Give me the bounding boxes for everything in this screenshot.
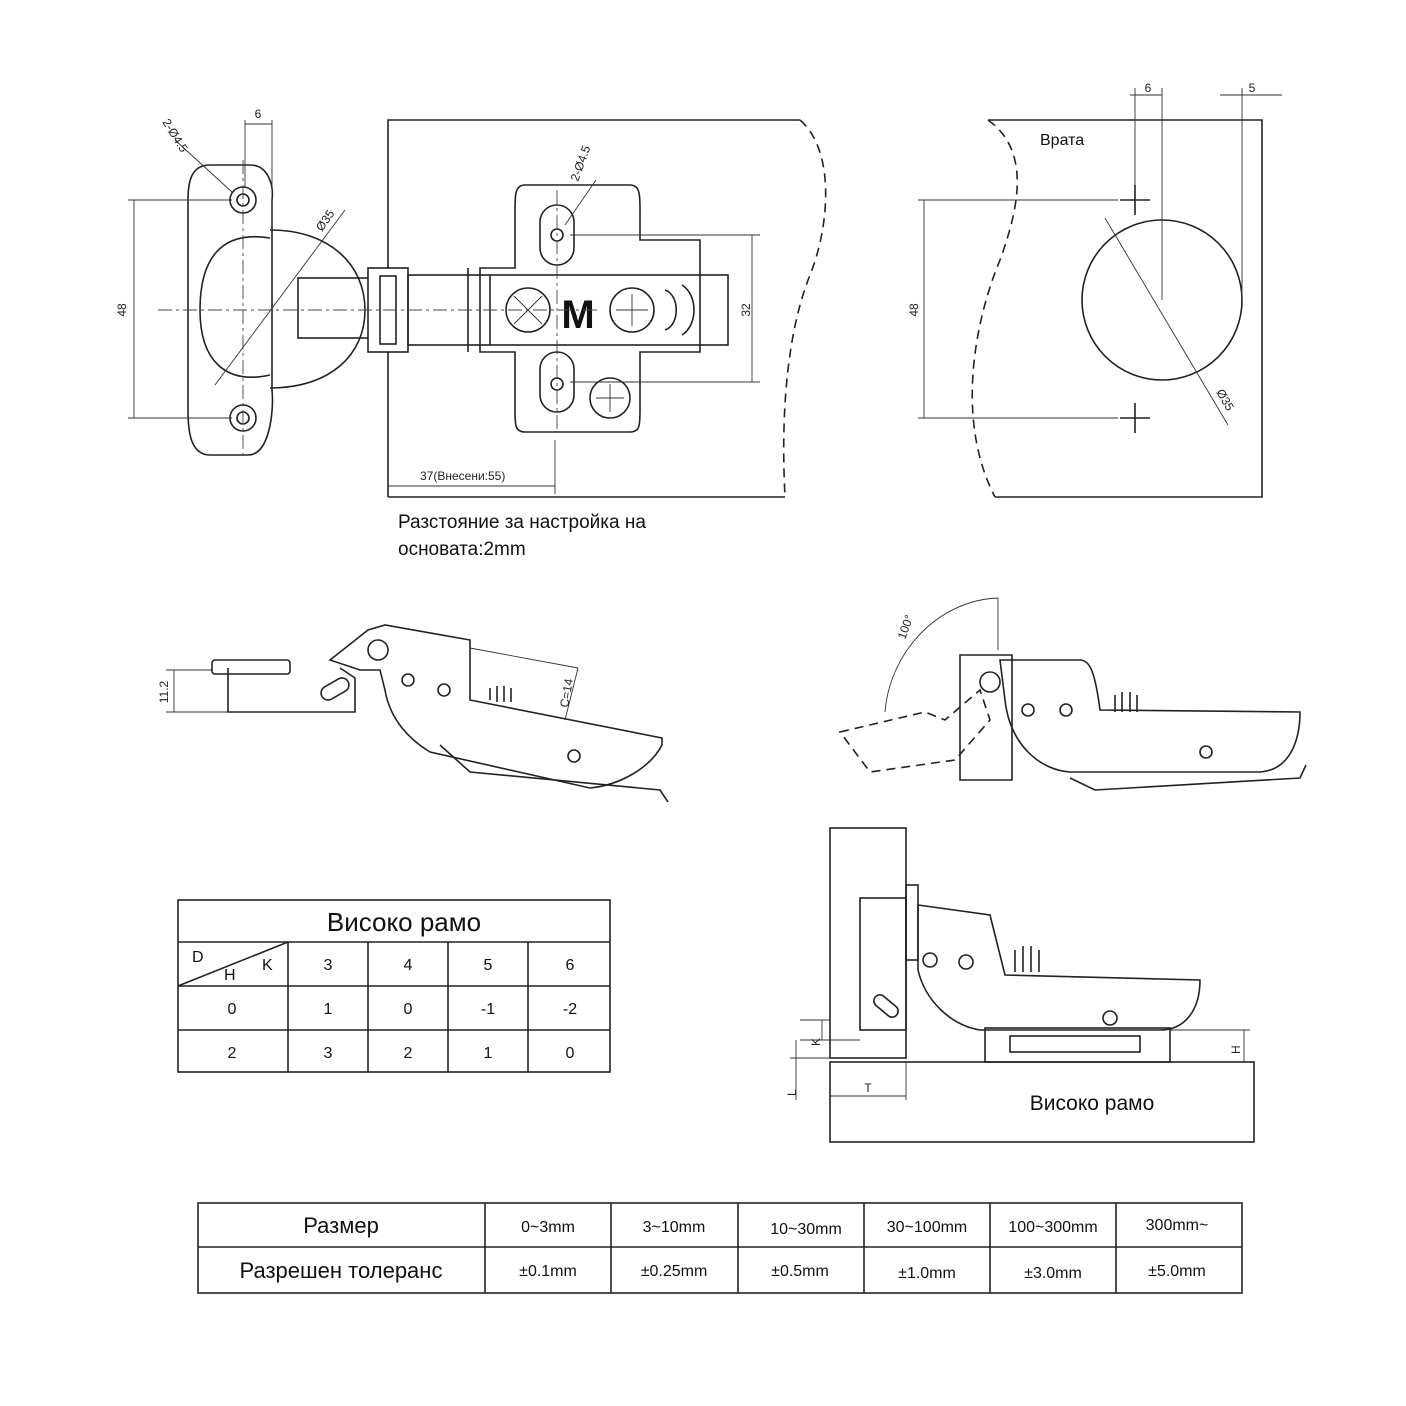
table-cell: 1 [484, 1045, 493, 1062]
mounting-plate-side [439, 744, 669, 803]
dim-door-cup: Ø35 [1213, 387, 1237, 414]
row-h: 0 [228, 1001, 237, 1018]
row-h: 2 [228, 1045, 237, 1062]
cabinet-panel-break-line [782, 119, 827, 498]
door-drilling-view: Врата Ø35 48 6 5 [907, 81, 1282, 498]
dim-door-48: 48 [907, 303, 921, 317]
table-cell: 3 [324, 1045, 333, 1062]
cup-section [859, 897, 907, 1031]
dim-door-5: 5 [1249, 81, 1256, 95]
tolerance-value: ±1.0mm [898, 1265, 956, 1282]
cup-body-side [227, 667, 356, 713]
hinge-arm-side [328, 624, 663, 789]
hinge-top-view: M 48 6 2-Ø4.5 Ø35 2-Ø4.5 32 [115, 107, 827, 560]
opening-arc [884, 597, 999, 713]
tolerance-size-label: Размер [303, 1213, 379, 1238]
adjust-screw-side [489, 686, 512, 702]
dim-6-wing: 6 [255, 107, 262, 121]
tolerance-value: ±0.5mm [771, 1263, 829, 1280]
dim-37: 37(Внесени:55) [420, 469, 505, 483]
size-range: 300mm~ [1146, 1217, 1209, 1234]
dim-holes-plate: 2-Ø4.5 [568, 143, 594, 183]
corner-h: H [224, 967, 236, 984]
corner-k: K [262, 957, 273, 974]
col-header: 4 [404, 957, 413, 974]
dim-32: 32 [739, 303, 753, 317]
table-cell: 2 [404, 1045, 413, 1062]
hinge-mounting-plate [479, 184, 701, 433]
table-cell: -1 [481, 1001, 495, 1018]
door-edge-open [959, 654, 1013, 781]
installation-view: Високо рамо K L T H [785, 827, 1255, 1143]
frame-label: Високо рамо [1030, 1092, 1155, 1115]
cam-adjuster [664, 284, 695, 336]
tolerance-allowed-label: Разрешен толеранс [240, 1258, 443, 1283]
size-range: 0~3mm [521, 1219, 575, 1236]
table-cell: 0 [566, 1045, 575, 1062]
dim-holes-wing: 2-Ø4.5 [159, 116, 190, 155]
size-range: 10~30mm [770, 1221, 842, 1238]
tolerance-value: ±3.0mm [1024, 1265, 1082, 1282]
adjust-note-line1: Разстояние за настройка на [398, 512, 646, 533]
door-label: Врата [1040, 132, 1084, 149]
dim-cup-diameter: Ø35 [313, 207, 338, 234]
dim-h: H [1229, 1045, 1243, 1054]
tolerance-value: ±0.25mm [641, 1263, 708, 1280]
door-section [829, 827, 907, 1059]
size-range: 3~10mm [643, 1219, 706, 1236]
frame-table: Високо рамо D H K 3 4 5 6 0 1 0 -1 -2 2 … [177, 899, 611, 1073]
table-cell: -2 [563, 1001, 577, 1018]
mounting-plate-installed [984, 1027, 1171, 1063]
size-range: 100~300mm [1008, 1219, 1097, 1236]
dim-l: L [785, 1089, 799, 1096]
hinge-side-view-closed: C=14 11.2 [157, 624, 669, 803]
table-cell: 0 [404, 1001, 413, 1018]
size-range: 30~100mm [887, 1219, 968, 1236]
table-cell: 1 [324, 1001, 333, 1018]
corner-d: D [192, 949, 204, 966]
mounting-plate-open [1069, 764, 1307, 791]
frame-table-title: Високо рамо [327, 907, 481, 937]
table-corner-diagonal [177, 941, 289, 987]
dim-c14: C=14 [557, 677, 576, 708]
hinge-arm-open [999, 659, 1301, 773]
cabinet-panel-outline [387, 119, 800, 497]
adjust-note-line2: основата:2mm [398, 539, 526, 560]
col-header: 5 [484, 957, 493, 974]
tolerance-table: Размер Разрешен толеранс 0~3mm 3~10mm 10… [197, 1202, 1243, 1294]
dim-k: K [809, 1038, 823, 1046]
brand-logo: M [561, 293, 594, 337]
col-header: 6 [566, 957, 575, 974]
screw-mark-top [1120, 185, 1150, 215]
screw-mark-bottom [1120, 403, 1150, 433]
cabinet-frame-section [829, 1061, 1255, 1143]
tolerance-value: ±5.0mm [1148, 1263, 1206, 1280]
tolerance-value: ±0.1mm [519, 1263, 577, 1280]
dim-angle: 100° [895, 613, 917, 641]
hinge-cup-inner-edge [199, 235, 271, 378]
dim-t: T [864, 1081, 872, 1095]
col-header: 3 [324, 957, 333, 974]
door-panel-outline [988, 119, 1263, 498]
door-break-line [971, 119, 1018, 498]
dim-11-2: 11.2 [157, 680, 171, 703]
hinge-cup [269, 229, 366, 389]
door-open-position [838, 688, 991, 773]
hinge-side-view-open: 100° [838, 597, 1307, 791]
dim-48-wing: 48 [115, 303, 129, 317]
hinge-arm-installed [917, 904, 1201, 1031]
dim-door-6: 6 [1145, 81, 1152, 95]
cup-flange [211, 659, 291, 675]
